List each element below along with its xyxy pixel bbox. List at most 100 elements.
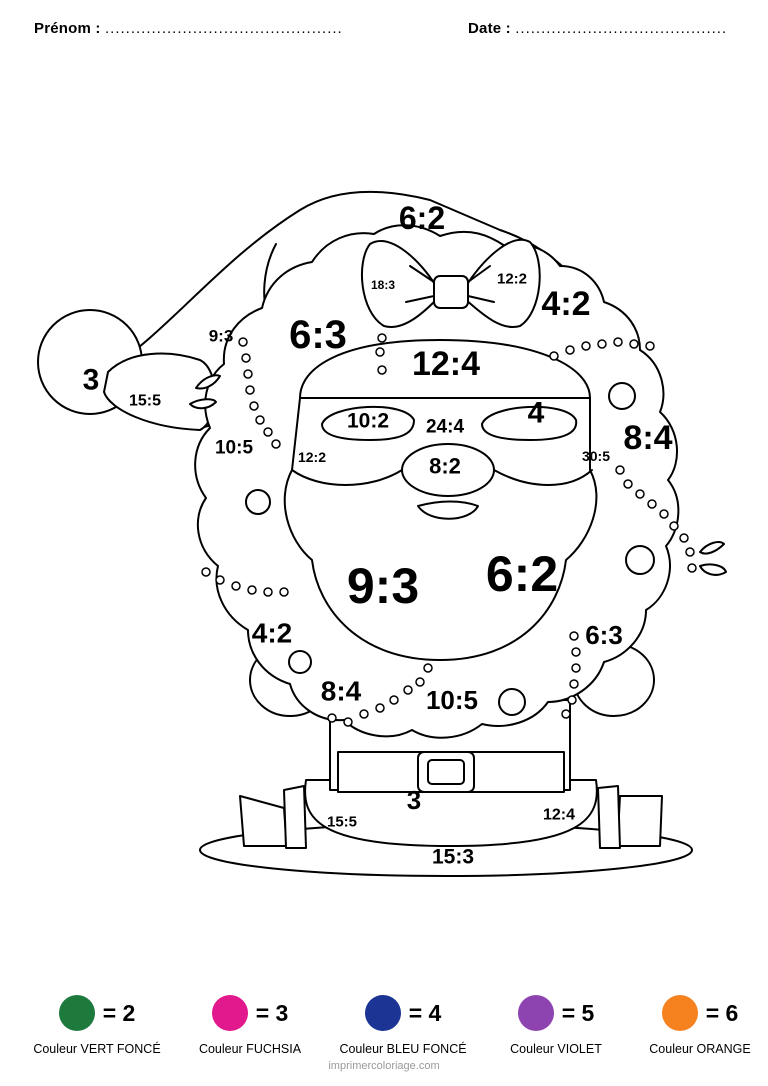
bead: [423, 663, 433, 673]
ornament-3: [625, 545, 655, 575]
bead: [567, 695, 577, 705]
label-beard-right: 6:2: [486, 546, 558, 602]
date-label: Date :: [468, 20, 511, 37]
legend-value: = 3: [255, 999, 289, 1026]
bead: [243, 369, 253, 379]
bead: [343, 717, 353, 727]
bead: [561, 709, 571, 719]
mustache-right: [493, 469, 593, 486]
legend-color-swatch: [661, 995, 698, 1031]
legend-value: = 4: [408, 999, 442, 1026]
ornament-5: [498, 688, 526, 716]
label-cheek-left: 12:2: [298, 449, 326, 465]
legend-item: = 5 Couleur VIOLET: [486, 992, 626, 1056]
legend-row: = 2: [27, 992, 167, 1034]
label-wreath-bottom-mid-left: 8:4: [321, 676, 362, 707]
label-belt: 3: [407, 785, 421, 815]
bead: [263, 587, 273, 597]
legend-row: = 5: [486, 992, 626, 1034]
label-wreath-top-left: 6:3: [289, 313, 347, 357]
label-wreath-bottom-mid: 10:5: [426, 685, 478, 715]
legend-color-name: Couleur VIOLET: [510, 1042, 602, 1056]
bead: [271, 439, 281, 449]
bead: [623, 479, 633, 489]
label-wreath-bottom-left: 4:2: [252, 618, 292, 649]
legend-color-name: Couleur FUCHSIA: [198, 1042, 302, 1056]
body: [304, 779, 598, 847]
bead: [241, 353, 251, 363]
legend-color-swatch: [58, 995, 95, 1031]
buckle-inner: [427, 759, 465, 785]
label-cheek-right: 30:5: [582, 448, 610, 464]
bead: [569, 679, 579, 689]
legend-value: = 5: [561, 999, 595, 1026]
prenom-field: Prénom : ...............................…: [34, 20, 343, 37]
label-bow-left: 18:3: [371, 278, 395, 292]
ornament-2: [245, 489, 271, 515]
eye-right: [481, 405, 578, 441]
legend-value: = 6: [705, 999, 739, 1026]
bead: [201, 567, 211, 577]
bead: [687, 563, 697, 573]
legend-row: = 4: [333, 992, 473, 1034]
prenom-dots: ........................................…: [105, 20, 343, 37]
bead: [645, 341, 655, 351]
label-leg-right: 12:4: [543, 807, 575, 824]
prenom-label: Prénom :: [34, 20, 101, 37]
label-pompom: 3: [83, 364, 100, 397]
label-beard-left: 9:3: [347, 558, 419, 614]
bead: [377, 365, 387, 375]
legend-color-name: Couleur ORANGE: [649, 1042, 751, 1056]
boot-right: [597, 785, 621, 849]
bead: [238, 337, 248, 347]
legend-color-name: Couleur BLEU FONCÉ: [339, 1042, 467, 1056]
label-wreath-left: 10:5: [215, 438, 253, 459]
mustache-left: [291, 469, 403, 486]
bead: [215, 575, 225, 585]
ornament-4: [288, 650, 312, 674]
eye-left: [321, 405, 415, 441]
legend-color-name: Couleur VERT FONCÉ: [33, 1042, 161, 1056]
bow-left-loop: [360, 240, 437, 329]
legend-color-swatch: [517, 995, 554, 1031]
label-hat-tip: 15:5: [129, 393, 161, 410]
legend-color-swatch: [364, 995, 401, 1031]
bow-knot: [433, 275, 469, 309]
label-hat-band: 12:4: [412, 345, 480, 383]
leaf-left-2: [189, 398, 217, 410]
bead: [597, 339, 607, 349]
leaf-right-2: [699, 563, 727, 576]
legend-item: = 4 Couleur BLEU FONCÉ: [333, 992, 473, 1056]
legend-item: = 2 Couleur VERT FONCÉ: [27, 992, 167, 1056]
label-ground: 15:3: [432, 846, 474, 869]
date-dots: ........................................…: [515, 20, 728, 37]
label-wreath-top-right: 4:2: [541, 285, 590, 323]
bead-garland: [201, 333, 697, 727]
bead: [659, 509, 669, 519]
bead: [615, 465, 625, 475]
label-between-eyes: 24:4: [426, 417, 464, 438]
bead: [565, 345, 575, 355]
legend-value: = 2: [102, 999, 136, 1026]
bead: [375, 703, 385, 713]
bead: [569, 631, 579, 641]
legend-color-swatch: [211, 995, 248, 1031]
label-leg-left: 15:5: [327, 814, 357, 831]
bead: [359, 709, 369, 719]
label-bow-top: 6:2: [399, 200, 445, 236]
bead: [685, 547, 695, 557]
legend-row: = 6: [630, 992, 768, 1034]
leaf-right-1: [699, 541, 725, 555]
label-hat-left-small: 9:3: [209, 327, 234, 346]
bead: [403, 685, 413, 695]
bow-right-loop: [465, 239, 541, 329]
legend-row: = 3: [180, 992, 320, 1034]
bead: [647, 499, 657, 509]
bead: [669, 521, 679, 531]
date-field: Date : .................................…: [468, 20, 727, 37]
site-credit: imprimercoloriage.com: [328, 1060, 440, 1072]
bead: [231, 581, 241, 591]
label-nose: 8:2: [429, 454, 461, 479]
bead: [327, 713, 337, 723]
